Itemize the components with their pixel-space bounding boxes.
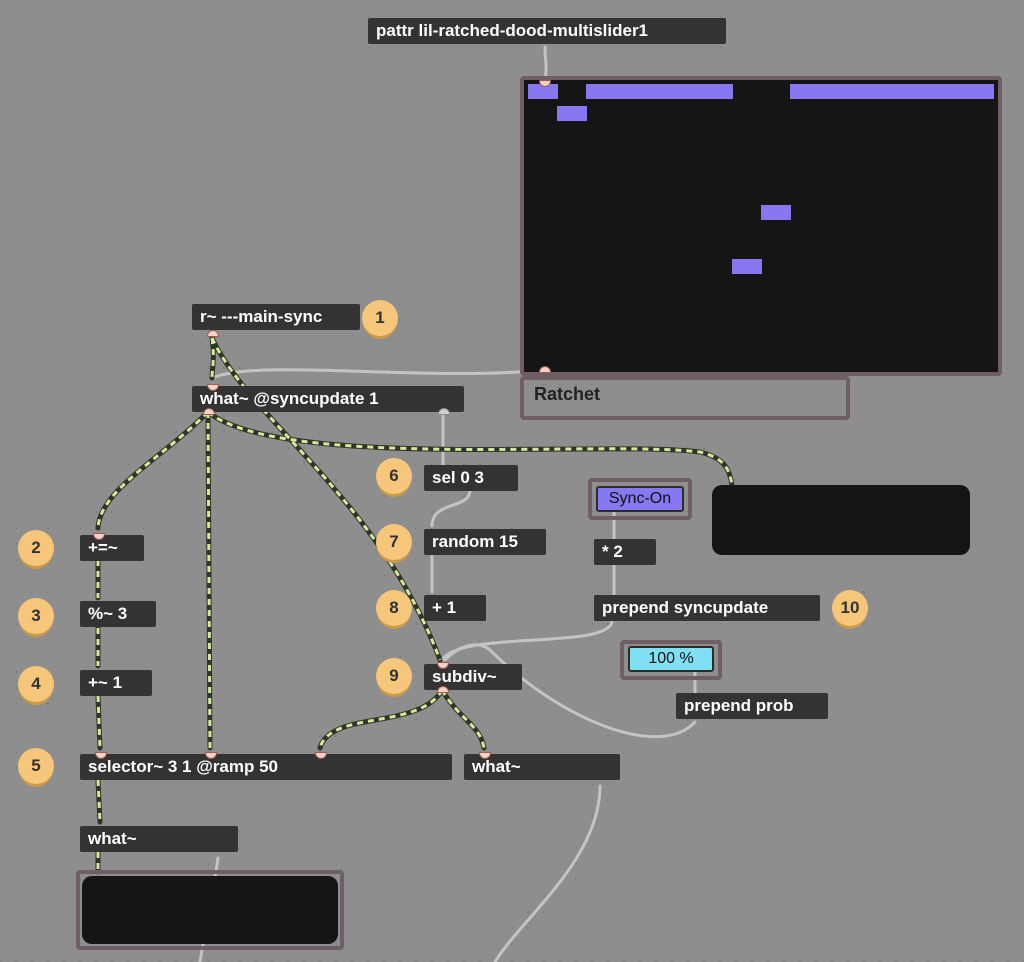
cable-multislider-what — [210, 368, 547, 380]
sync-on-toggle[interactable]: Sync-On — [596, 486, 684, 512]
prepend-prob-object[interactable]: prepend prob — [676, 693, 828, 719]
ratchet-label-frame — [520, 376, 850, 420]
cable-prepend-subdiv — [440, 620, 614, 662]
cable-what-right-down — [493, 784, 602, 962]
accum-object[interactable]: +=~ — [80, 535, 144, 561]
random-object[interactable]: random 15 — [424, 529, 546, 555]
plus-sig-object[interactable]: +~ 1 — [80, 670, 152, 696]
ratchet-multislider[interactable] — [528, 84, 994, 368]
sel-object[interactable]: sel 0 3 — [424, 465, 518, 491]
selector-object[interactable]: selector~ 3 1 @ramp 50 — [80, 754, 452, 780]
right-scope[interactable] — [712, 485, 970, 555]
multislider-bar-15[interactable] — [935, 84, 966, 99]
multislider-bar-6[interactable] — [673, 84, 704, 99]
multislider-bar-4[interactable] — [615, 84, 646, 99]
what-sync-outlet-2[interactable] — [438, 408, 450, 415]
what-right-object[interactable]: what~ — [464, 754, 620, 780]
multislider-bar-16[interactable] — [964, 84, 994, 99]
badge-4: 4 — [18, 666, 54, 702]
bottom-scope-frame — [76, 870, 344, 950]
ratchet-label: Ratchet — [534, 384, 601, 404]
multislider-bar-2[interactable] — [557, 106, 588, 121]
badge-1: 1 — [362, 300, 398, 336]
multislider-bar-5[interactable] — [644, 84, 675, 99]
multislider-bar-3[interactable] — [586, 84, 617, 99]
badge-8: 8 — [376, 590, 412, 626]
badge-9: 9 — [376, 658, 412, 694]
prepend-syncupdate-object[interactable]: prepend syncupdate — [594, 595, 820, 621]
probability-number-box[interactable]: 100 % — [628, 646, 714, 672]
number-box-frame — [620, 640, 722, 680]
bottom-scope[interactable] — [82, 876, 338, 944]
multislider-bar-7[interactable] — [702, 84, 733, 99]
multislider-bar-14[interactable] — [906, 84, 937, 99]
what-syncupdate[interactable]: what~ @syncupdate 1 — [192, 386, 464, 412]
receive-main-sync[interactable]: r~ ---main-sync — [192, 304, 360, 330]
pattr-object[interactable]: pattr lil-ratched-dood-multislider1 — [368, 18, 726, 44]
multislider-outlet[interactable] — [539, 366, 551, 373]
multislider-bar-1[interactable] — [528, 84, 558, 99]
badge-10: 10 — [832, 590, 868, 626]
mod-object[interactable]: %~ 3 — [80, 601, 156, 627]
sync-toggle-frame — [588, 478, 692, 520]
subdiv-object[interactable]: subdiv~ — [424, 664, 522, 690]
badge-5: 5 — [18, 748, 54, 784]
multislider-bar-9[interactable] — [761, 205, 791, 220]
receive-outlet[interactable] — [207, 330, 219, 337]
badge-7: 7 — [376, 524, 412, 560]
multislider-bar-11[interactable] — [819, 84, 850, 99]
cable-prepend-prob-subdiv — [443, 643, 697, 739]
multislider-bar-12[interactable] — [848, 84, 879, 99]
cable-sel-random — [430, 488, 472, 528]
badge-3: 3 — [18, 598, 54, 634]
mul-two-object[interactable]: * 2 — [594, 539, 656, 565]
badge-6: 6 — [376, 458, 412, 494]
plus-one-object[interactable]: + 1 — [424, 595, 486, 621]
multislider-bar-10[interactable] — [790, 84, 821, 99]
what-bottom-object[interactable]: what~ — [80, 826, 238, 852]
multislider-bar-8[interactable] — [731, 259, 762, 274]
badge-2: 2 — [18, 530, 54, 566]
what-sync-outlet[interactable] — [203, 408, 215, 415]
multislider-bar-13[interactable] — [877, 84, 908, 99]
subdiv-outlet[interactable] — [437, 686, 449, 693]
